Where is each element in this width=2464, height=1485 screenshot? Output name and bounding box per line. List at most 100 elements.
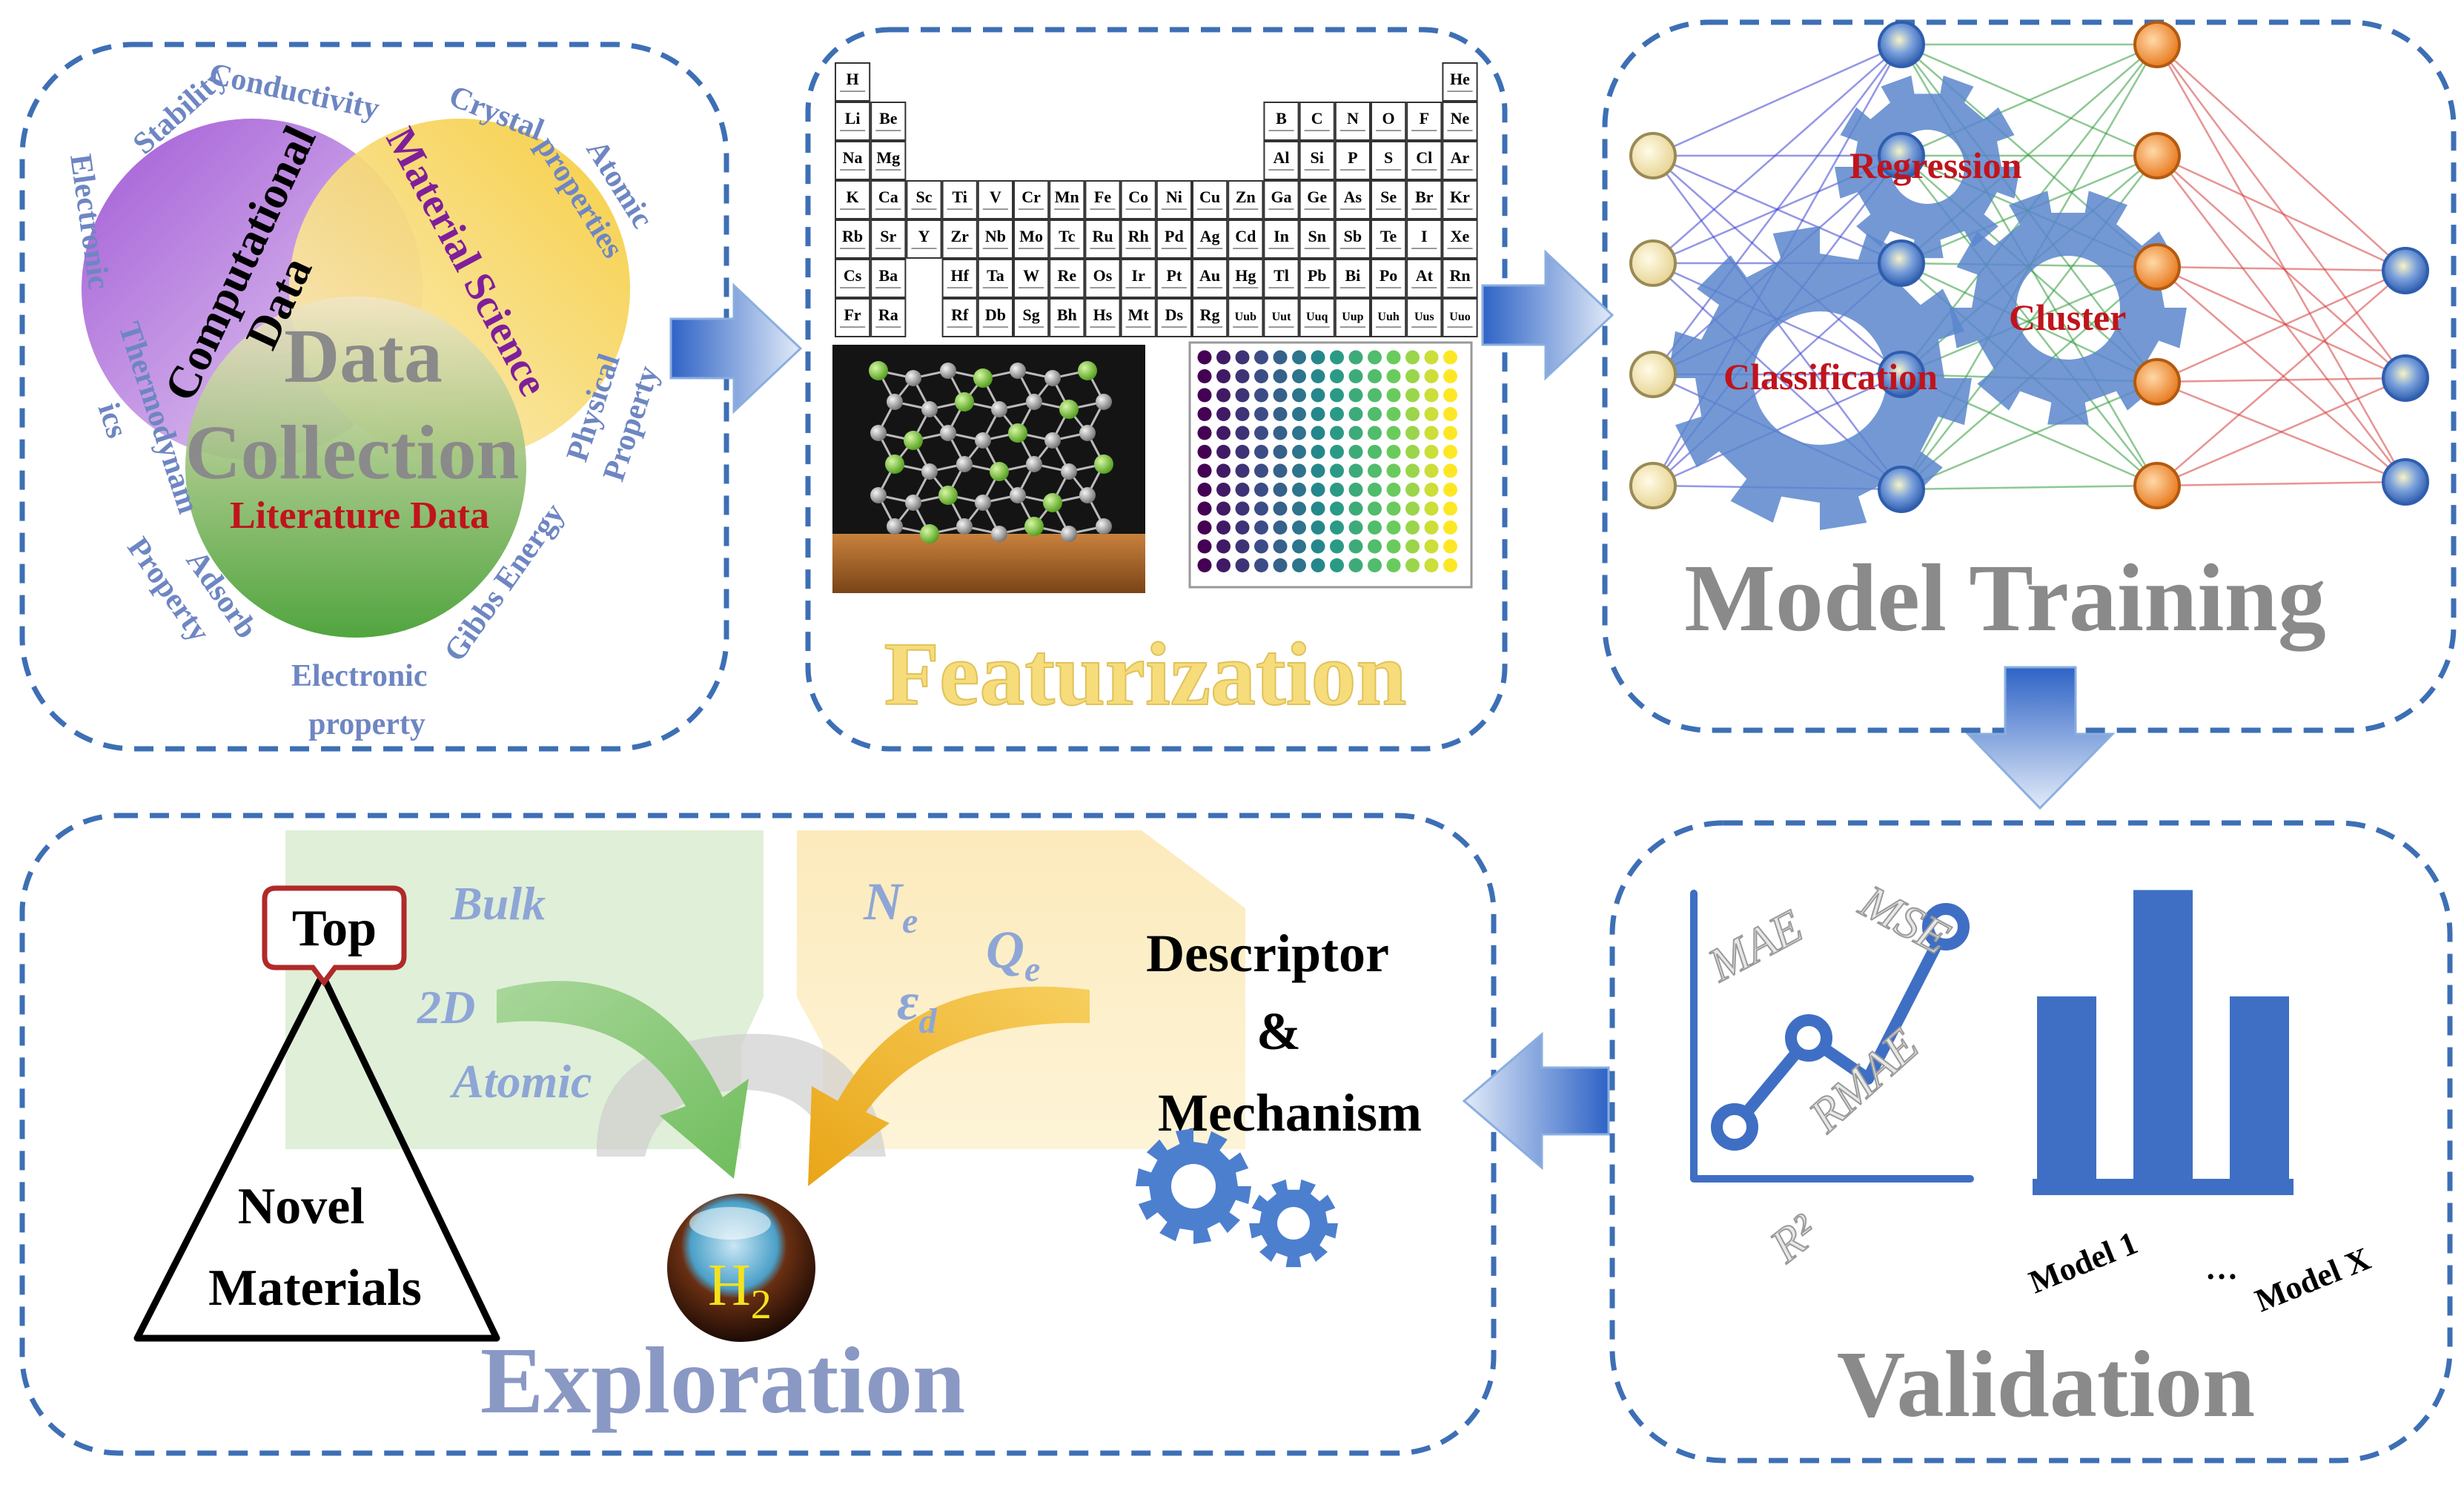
lattice-atom bbox=[905, 495, 921, 511]
network-connection bbox=[1652, 44, 1902, 375]
heatmap-dot bbox=[1443, 350, 1457, 365]
descriptor-symbols: Ne Qe εd bbox=[863, 872, 1040, 1041]
heatmap-dot bbox=[1424, 388, 1439, 403]
element-symbol: He bbox=[1450, 70, 1470, 88]
heatmap-dot bbox=[1368, 483, 1382, 497]
network-node bbox=[1629, 462, 1677, 509]
element-symbol: Uuo bbox=[1449, 311, 1470, 323]
heatmap-dot bbox=[1273, 558, 1288, 572]
heatmap-dot bbox=[1443, 407, 1457, 421]
element-cell bbox=[1334, 180, 1371, 219]
network-node bbox=[2133, 21, 2181, 68]
lattice-atom bbox=[1026, 394, 1042, 410]
element-symbol: As bbox=[1344, 188, 1362, 206]
element-symbol: Xe bbox=[1451, 227, 1470, 245]
heatmap-dot bbox=[1292, 463, 1306, 478]
lattice-atom bbox=[991, 526, 1007, 542]
heatmap-dot bbox=[1235, 407, 1250, 421]
lattice-atom bbox=[921, 401, 938, 417]
wooden-table bbox=[832, 534, 1145, 593]
element-cell bbox=[1120, 259, 1156, 298]
network-connection bbox=[2156, 265, 2406, 380]
element-symbol: Co bbox=[1128, 188, 1148, 206]
element-cell bbox=[1084, 259, 1121, 298]
element-cell bbox=[1228, 259, 1264, 298]
heatmap-dot bbox=[1254, 369, 1268, 383]
lattice-atom bbox=[1026, 456, 1042, 472]
element-symbol: I bbox=[1421, 227, 1428, 245]
lattice-atom bbox=[973, 368, 993, 388]
heatmap-dot bbox=[1216, 483, 1231, 497]
lattice-atom bbox=[990, 462, 1009, 481]
arrow-left bbox=[1462, 1031, 1610, 1171]
lattice-atom bbox=[1079, 425, 1096, 441]
element-cell bbox=[1371, 219, 1407, 259]
heatmap-dot bbox=[1292, 483, 1306, 497]
regression-gear-icon bbox=[1835, 75, 2020, 259]
heatmap-dot bbox=[1254, 388, 1268, 403]
heatmap-dot bbox=[1311, 558, 1325, 572]
heatmap-dot bbox=[1311, 407, 1325, 421]
lattice-atom bbox=[975, 432, 991, 449]
element-symbol: Mn bbox=[1055, 188, 1079, 206]
network-node bbox=[1878, 239, 1925, 287]
lattice-atom bbox=[1078, 361, 1097, 380]
element-symbol: Be bbox=[879, 109, 898, 128]
heatmap-dot bbox=[1235, 426, 1250, 440]
heatmap-dot bbox=[1368, 558, 1382, 572]
element-symbol: Ar bbox=[1451, 148, 1470, 167]
heatmap-dot bbox=[1386, 426, 1401, 440]
structure-type-labels: Bulk 2D Atomic bbox=[417, 877, 592, 1108]
element-symbol: Ba bbox=[878, 266, 898, 285]
element-cell bbox=[977, 219, 1014, 259]
lattice-atom bbox=[955, 392, 974, 411]
element-cell bbox=[1049, 259, 1085, 298]
network-connection bbox=[2156, 154, 2406, 272]
heatmap-dot bbox=[1368, 388, 1382, 403]
hydrogen-sphere-icon: H2 bbox=[667, 1194, 815, 1342]
heatmap-dot bbox=[1405, 501, 1420, 516]
validation-title: Validation bbox=[1837, 1332, 2255, 1437]
cluster-gear-icon bbox=[1950, 191, 2187, 425]
element-cell bbox=[1406, 141, 1443, 180]
element-cell bbox=[835, 141, 871, 180]
element-symbol: Si bbox=[1311, 148, 1324, 167]
heatmap-dot bbox=[1405, 445, 1420, 459]
network-node bbox=[2133, 358, 2181, 406]
network-connection bbox=[2156, 155, 2406, 379]
heatmap-dot bbox=[1197, 369, 1212, 383]
heatmap-dot bbox=[1197, 463, 1212, 478]
network-connection bbox=[2156, 44, 2407, 379]
element-symbol: Se bbox=[1380, 188, 1397, 206]
element-cell bbox=[1406, 219, 1443, 259]
element-symbol: Re bbox=[1057, 266, 1076, 285]
lattice-atom bbox=[1010, 487, 1026, 503]
element-cell bbox=[835, 102, 871, 141]
heatmap-dot bbox=[1197, 445, 1212, 459]
element-symbol: Cl bbox=[1416, 148, 1432, 167]
network-connection bbox=[2156, 269, 2406, 383]
heatmap-dot bbox=[1311, 388, 1325, 403]
network-node bbox=[1629, 132, 1677, 179]
heatmap-dot bbox=[1368, 520, 1382, 535]
trend-point-1 bbox=[1711, 1103, 1758, 1151]
network-connection bbox=[2156, 377, 2406, 383]
validation-bar bbox=[2037, 996, 2096, 1179]
arrow-right-2 bbox=[1481, 249, 1614, 381]
element-symbol: Nb bbox=[985, 227, 1006, 245]
heatmap-dot bbox=[1330, 445, 1344, 459]
heatmap-dot bbox=[1386, 483, 1401, 497]
heatmap-dot bbox=[1348, 407, 1363, 421]
lattice-atom bbox=[904, 431, 923, 450]
network-connection bbox=[2156, 270, 2406, 486]
exploration-title: Exploration bbox=[480, 1328, 965, 1433]
heatmap-dot bbox=[1292, 501, 1306, 516]
element-symbol: V bbox=[990, 188, 1001, 206]
heatmap-dot bbox=[1292, 539, 1306, 554]
lattice-atom bbox=[1079, 487, 1096, 503]
element-symbol: Sr bbox=[880, 227, 896, 245]
lattice-atom bbox=[870, 487, 887, 503]
element-symbol: Cr bbox=[1021, 188, 1041, 206]
element-symbol: Sb bbox=[1344, 227, 1362, 245]
